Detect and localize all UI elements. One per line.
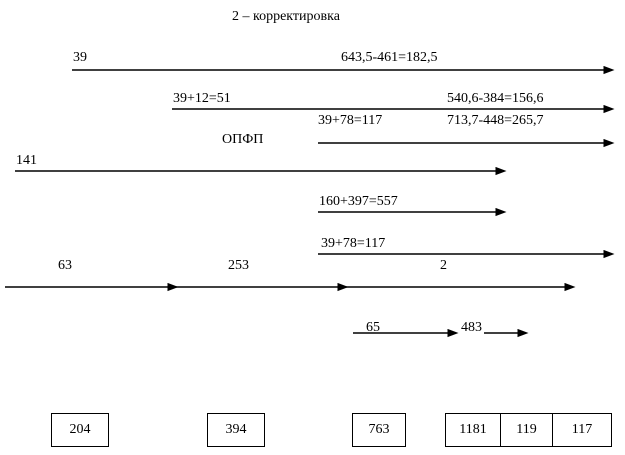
result-box-204: 204 bbox=[51, 413, 109, 447]
label-row4-left: 141 bbox=[16, 153, 37, 168]
result-box-763: 763 bbox=[352, 413, 406, 447]
result-box-117: 117 bbox=[552, 413, 612, 447]
label-row1-right: 643,5-461=182,5 bbox=[341, 50, 438, 65]
label-row7-a: 63 bbox=[58, 258, 72, 273]
label-row8-a: 65 bbox=[366, 320, 380, 335]
result-box-394-value: 394 bbox=[225, 422, 247, 437]
result-box-394: 394 bbox=[207, 413, 265, 447]
result-box-117-value: 117 bbox=[571, 422, 593, 437]
label-row3-mid: 39+78=117 bbox=[318, 113, 383, 128]
result-box-204-value: 204 bbox=[69, 422, 91, 437]
result-box-119-value: 119 bbox=[516, 422, 537, 437]
label-row3-left-opfp: ОПФП bbox=[222, 132, 264, 147]
label-row2-left: 39+12=51 bbox=[173, 91, 231, 106]
label-row6-mid: 39+78=117 bbox=[321, 236, 386, 251]
label-row5-mid: 160+397=557 bbox=[319, 194, 398, 209]
label-row1-left: 39 bbox=[73, 50, 87, 65]
label-row8-b: 483 bbox=[461, 320, 482, 335]
label-row2-right: 540,6-384=156,6 bbox=[447, 91, 544, 106]
result-box-119: 119 bbox=[500, 413, 552, 447]
result-box-1181-value: 1181 bbox=[459, 422, 487, 437]
label-row7-b: 253 bbox=[228, 258, 249, 273]
result-box-1181: 1181 bbox=[445, 413, 500, 447]
label-row3-right: 713,7-448=265,7 bbox=[447, 113, 544, 128]
label-row7-c: 2 bbox=[440, 258, 447, 273]
page-title: 2 – корректировка bbox=[232, 9, 340, 24]
result-box-group: 1181 119 117 bbox=[445, 413, 612, 447]
result-box-763-value: 763 bbox=[368, 422, 390, 437]
